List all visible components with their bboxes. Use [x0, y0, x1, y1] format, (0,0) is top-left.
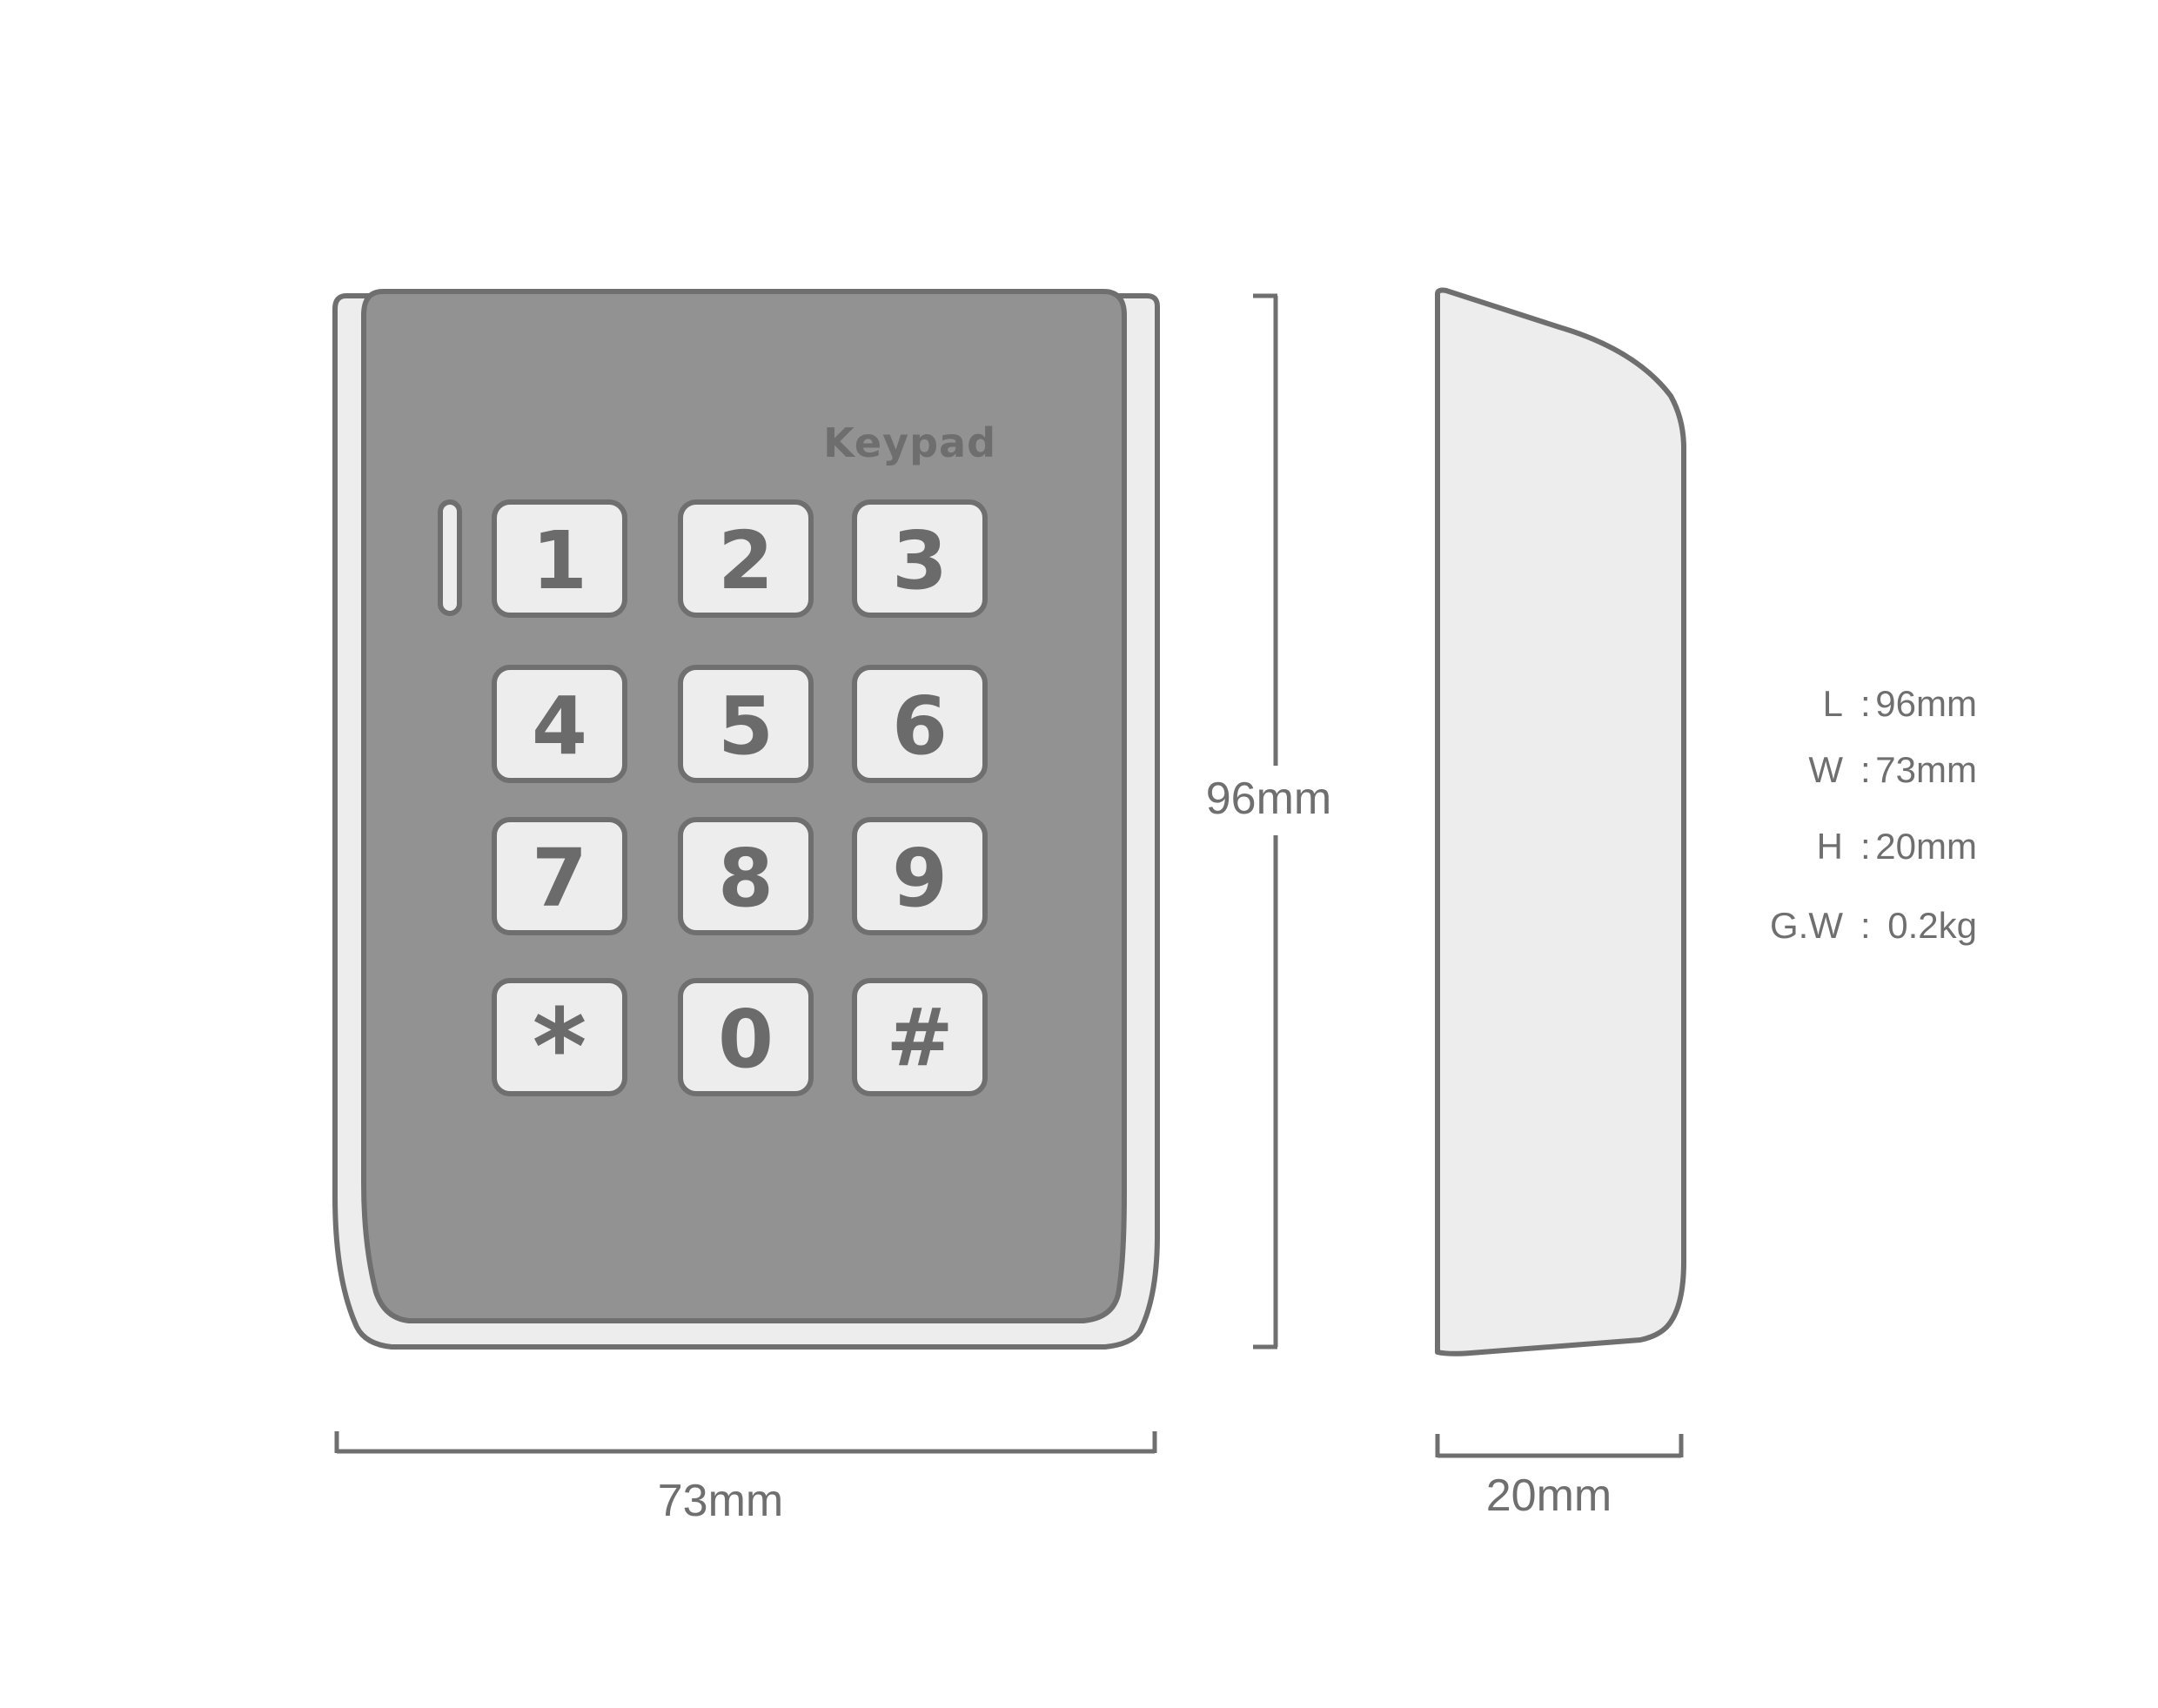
- side-view: [1435, 287, 1686, 1356]
- key-3[interactable]: 3: [852, 499, 988, 618]
- height-dimension-label: 96mm: [1206, 774, 1331, 824]
- spec-length-label: L: [1823, 683, 1843, 724]
- key-7-label: 7: [532, 832, 587, 925]
- key-7[interactable]: 7: [492, 817, 627, 935]
- width-dimension-label: 73mm: [658, 1476, 783, 1526]
- front-face-panel: [361, 289, 1127, 1323]
- spec-height-value: 20mm: [1875, 826, 1977, 867]
- spec-gross-weight-value: 0.2kg: [1887, 905, 1977, 946]
- spec-width: W : 73mm: [1808, 749, 1977, 790]
- key-2[interactable]: 2: [678, 499, 814, 618]
- depth-dimension-label: 20mm: [1486, 1470, 1612, 1521]
- width-dimension: 73mm: [334, 1431, 1157, 1526]
- spec-length-value: 96mm: [1875, 683, 1977, 724]
- spec-height: H : 20mm: [1817, 826, 1977, 867]
- spec-gross-weight: G.W : 0.2kg: [1770, 905, 1977, 946]
- specs-list: L : 96mm W : 73mm H : 20mm G.W : 0.2kg: [1770, 683, 1977, 946]
- spec-height-separator: :: [1860, 826, 1871, 867]
- key-4-label: 4: [532, 680, 587, 773]
- key-6-label: 6: [892, 680, 948, 773]
- key-4[interactable]: 4: [492, 665, 627, 783]
- spec-width-label: W: [1808, 749, 1843, 790]
- key-1-label: 1: [532, 514, 587, 607]
- height-dimension: 96mm: [1206, 293, 1331, 1350]
- key-star-label: *: [533, 988, 587, 1109]
- key-8[interactable]: 8: [678, 817, 814, 935]
- spec-width-separator: :: [1860, 749, 1871, 790]
- spec-length: L : 96mm: [1823, 683, 1977, 724]
- key-9-label: 9: [892, 832, 948, 925]
- key-hash[interactable]: #: [852, 978, 988, 1096]
- spec-height-label: H: [1817, 826, 1843, 867]
- key-5[interactable]: 5: [678, 665, 814, 783]
- key-3-label: 3: [892, 514, 948, 607]
- spec-gross-weight-label: G.W: [1770, 905, 1843, 946]
- side-profile: [1435, 287, 1686, 1356]
- key-2-label: 2: [718, 514, 774, 607]
- key-1[interactable]: 1: [492, 499, 627, 618]
- brand-label: Keypad: [823, 419, 996, 466]
- key-0[interactable]: 0: [678, 978, 814, 1096]
- spec-length-separator: :: [1860, 683, 1871, 724]
- spec-gross-weight-separator: :: [1860, 905, 1871, 946]
- key-8-label: 8: [718, 832, 774, 925]
- led-indicator-slot: [438, 499, 462, 616]
- front-view: Keypad 1 2 3 4 5: [332, 289, 1160, 1350]
- key-5-label: 5: [718, 680, 774, 773]
- key-star[interactable]: *: [492, 978, 627, 1109]
- keypad-grid: 1 2 3 4 5 6: [492, 499, 988, 1109]
- depth-dimension: 20mm: [1435, 1434, 1684, 1521]
- spec-width-value: 73mm: [1875, 749, 1977, 790]
- key-9[interactable]: 9: [852, 817, 988, 935]
- key-0-label: 0: [718, 993, 774, 1086]
- key-hash-label: #: [886, 991, 953, 1084]
- key-6[interactable]: 6: [852, 665, 988, 783]
